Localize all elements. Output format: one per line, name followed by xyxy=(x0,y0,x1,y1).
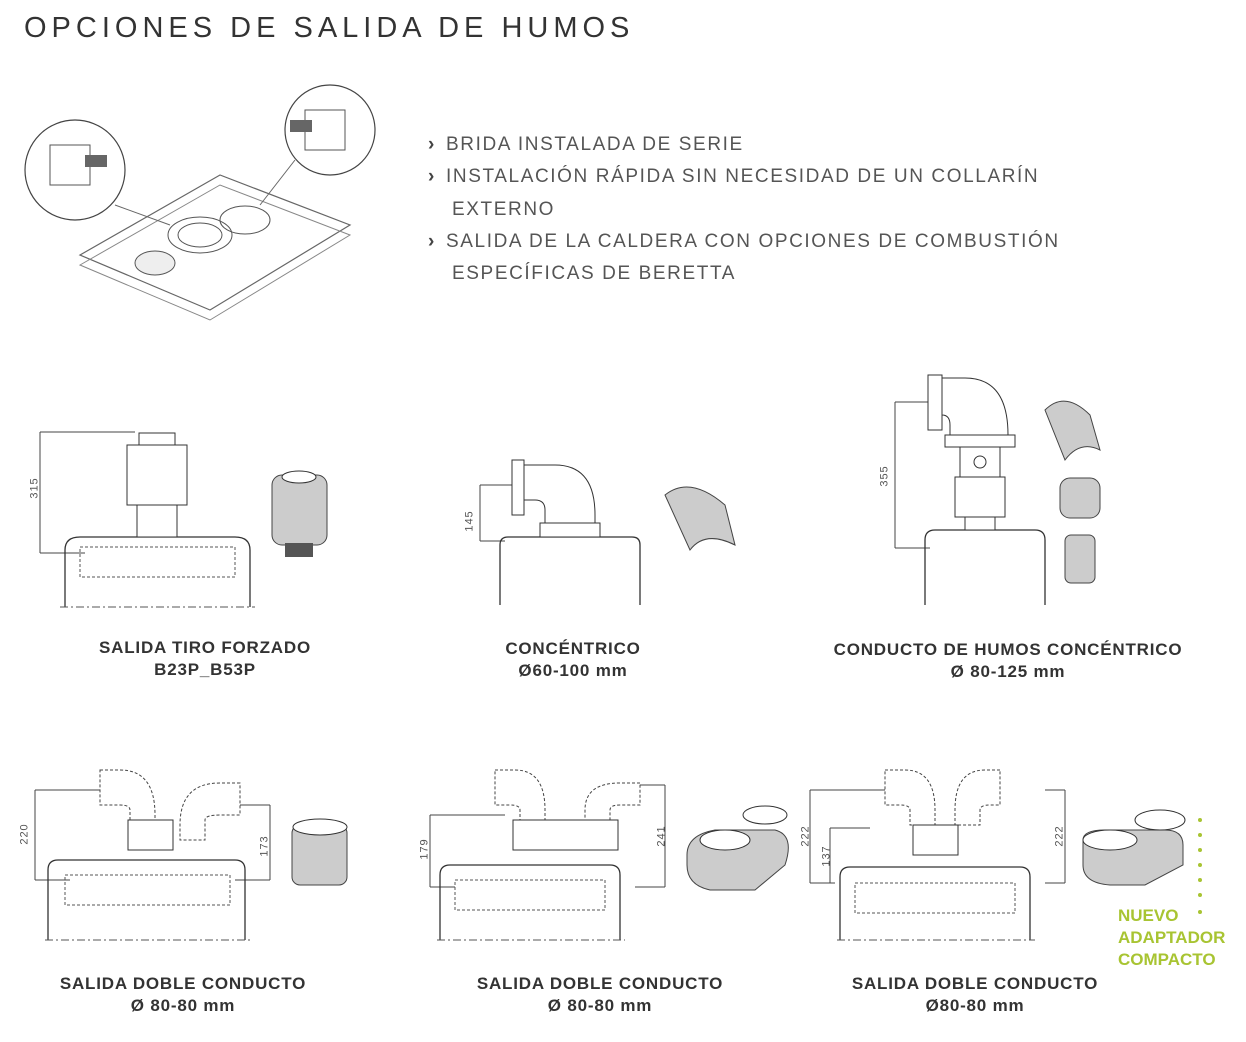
dimension-label: 137 xyxy=(820,845,833,867)
option-title: CONCÉNTRICO xyxy=(505,639,641,658)
option-subtitle: B23P_B53P xyxy=(154,660,256,679)
option-caption-twin-pipe-1: SALIDA DOBLE CONDUCTO Ø 80-80 mm xyxy=(60,973,306,1017)
feature-item: › BRIDA INSTALADA DE SERIE xyxy=(428,134,744,156)
option-title: CONDUCTO DE HUMOS CONCÉNTRICO xyxy=(833,640,1183,659)
option-title: SALIDA DOBLE CONDUCTO xyxy=(476,974,724,993)
twin-pipe-drawing-2 xyxy=(429,769,789,941)
option-caption-twin-pipe-2: SALIDA DOBLE CONDUCTO Ø 80-80 mm xyxy=(477,973,723,1017)
dimension-label: 220 xyxy=(18,823,31,845)
option-subtitle: Ø 80-125 mm xyxy=(950,662,1066,681)
dimension-label: 222 xyxy=(799,825,812,847)
option-subtitle: Ø 80-80 mm xyxy=(130,996,236,1015)
option-caption-forced-draft: SALIDA TIRO FORZADO B23P_B53P xyxy=(99,637,311,681)
dimension-label: 355 xyxy=(878,465,891,487)
concentric-drawing xyxy=(479,459,736,605)
option-title: SALIDA TIRO FORZADO xyxy=(99,638,311,657)
option-subtitle: Ø80-80 mm xyxy=(925,996,1025,1015)
page-title: OPCIONES DE SALIDA DE HUMOS xyxy=(24,12,635,44)
feature-text: BRIDA INSTALADA DE SERIE xyxy=(446,134,744,155)
option-title: SALIDA DOBLE CONDUCTO xyxy=(59,974,307,993)
feature-text: SALIDA DE LA CALDERA CON OPCIONES DE COM… xyxy=(446,231,1060,252)
option-subtitle: Ø60-100 mm xyxy=(518,661,628,680)
twin-pipe-drawing-1 xyxy=(34,769,348,941)
chevron-right-icon: › xyxy=(428,231,436,252)
chevron-right-icon: › xyxy=(428,166,436,187)
dimension-label: 145 xyxy=(463,510,476,532)
dimension-label: 222 xyxy=(1053,825,1066,847)
new-adapter-line: COMPACTO xyxy=(1118,950,1216,969)
flange-illustration xyxy=(24,84,376,321)
option-caption-concentric-flue: CONDUCTO DE HUMOS CONCÉNTRICO Ø 80-125 mm xyxy=(834,639,1183,683)
new-adapter-line: NUEVO xyxy=(1118,906,1179,925)
option-caption-twin-pipe-3: SALIDA DOBLE CONDUCTO Ø80-80 mm xyxy=(852,973,1098,1017)
dimension-label: 173 xyxy=(258,835,271,857)
option-subtitle: Ø 80-80 mm xyxy=(547,996,653,1015)
dimension-label: 315 xyxy=(28,477,41,499)
dimension-label: 241 xyxy=(655,825,668,847)
option-title: SALIDA DOBLE CONDUCTO xyxy=(851,974,1099,993)
twin-pipe-drawing-3 xyxy=(809,769,1202,941)
dimension-label: 179 xyxy=(418,838,431,860)
feature-text: ESPECÍFICAS DE BERETTA xyxy=(452,263,737,284)
feature-item: › INSTALACIÓN RÁPIDA SIN NECESIDAD DE UN … xyxy=(428,166,1039,188)
option-caption-concentric: CONCÉNTRICO Ø60-100 mm xyxy=(505,638,640,682)
concentric-flue-drawing xyxy=(894,374,1101,605)
new-adapter-label: NUEVO ADAPTADOR COMPACTO xyxy=(1118,905,1225,971)
feature-text: INSTALACIÓN RÁPIDA SIN NECESIDAD DE UN C… xyxy=(446,166,1040,187)
new-adapter-line: ADAPTADOR xyxy=(1118,928,1226,947)
feature-item: › SALIDA DE LA CALDERA CON OPCIONES DE CO… xyxy=(428,231,1060,253)
chevron-right-icon: › xyxy=(428,134,436,155)
feature-text: EXTERNO xyxy=(452,199,556,220)
forced-draft-drawing xyxy=(39,431,328,608)
dotted-leader-icon xyxy=(1198,818,1202,914)
